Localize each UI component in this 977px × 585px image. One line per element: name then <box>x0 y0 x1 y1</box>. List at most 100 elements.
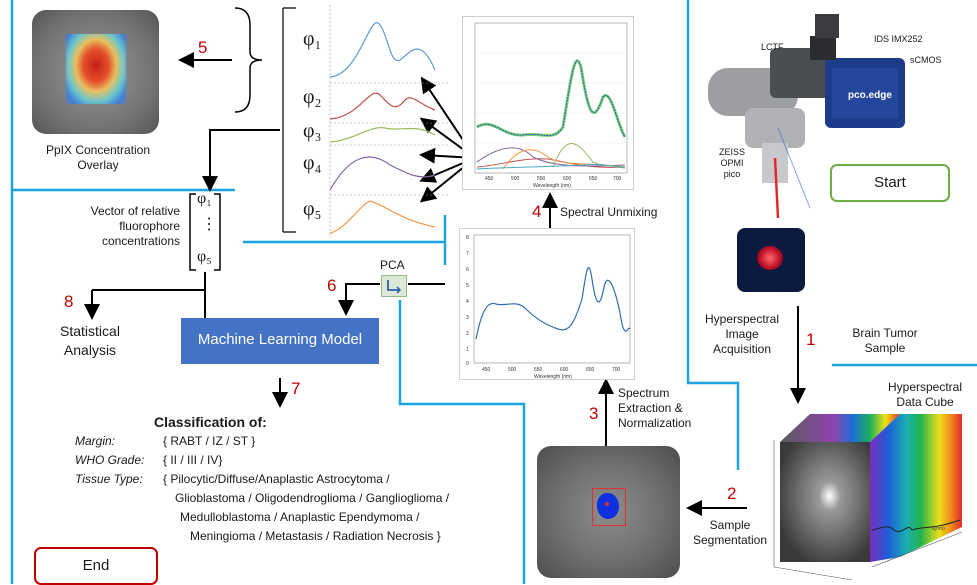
fluorophore-3-label: φ₃ <box>303 120 322 142</box>
spec-x1: 500 <box>508 367 517 373</box>
tissue-cont-1: Glioblastoma / Oligodendroglioma / Gangl… <box>175 491 450 505</box>
spectral-unmixing-label: Spectral Unmixing <box>560 205 658 219</box>
ids-label: IDS IMX252 <box>874 34 923 44</box>
component-4-curve <box>329 156 436 191</box>
spec-y0: 0 <box>466 361 469 367</box>
extraction-line1: Spectrum <box>618 386 670 400</box>
step-8-number: 8 <box>64 292 74 311</box>
data-cube: λ(nm) <box>762 412 972 582</box>
spec-y1: 1 <box>466 347 469 353</box>
tissue-key: Tissue Type: <box>75 472 143 486</box>
unmixing-plot: 450 500 550 600 650 700 Wavelength (nm) <box>462 16 634 190</box>
spec-x3: 600 <box>560 367 569 373</box>
section-lines <box>10 0 977 584</box>
vector-label-line2: fluorophore <box>119 219 180 233</box>
segmentation-line1: Sample <box>709 518 751 532</box>
extracted-spectrum-plot: 8 7 6 5 4 3 2 1 0 450 500 550 600 650 70… <box>459 228 635 380</box>
extraction-line2: Extraction & <box>618 401 683 415</box>
pco-label: pco.edge <box>848 90 892 101</box>
fluorophore-4-label: φ₄ <box>303 152 322 174</box>
unmix-xlabel: Wavelength (nm) <box>533 183 571 189</box>
margin-value: { RABT / IZ / ST } <box>163 434 256 448</box>
vector-bracket-right <box>214 193 221 271</box>
tissue-cont-2: Medulloblastoma / Anaplastic Ependymoma … <box>180 510 420 524</box>
step-3-number: 3 <box>589 404 599 423</box>
vector-entry-1: φ₁ <box>197 190 212 207</box>
brace <box>234 7 263 113</box>
segmentation-line2: Segmentation <box>692 533 768 547</box>
vector-label-line1: Vector of relative <box>90 204 180 218</box>
zeiss-line1: ZEISS <box>718 147 745 157</box>
fluorophore-1-label: φ₁ <box>303 28 322 50</box>
ppix-label-line2: Overlay <box>77 158 119 172</box>
cube-axis-label: λ(nm) <box>932 526 945 532</box>
vector-entry-5: φ₅ <box>197 248 212 265</box>
zeiss-line2: OPMI <box>720 158 744 168</box>
spec-x2: 550 <box>534 367 543 373</box>
fluorophore-2-label: φ₂ <box>303 86 322 108</box>
unmix-tick-x0: 450 <box>485 176 494 182</box>
vector-label: Vector of relative fluorophore concentra… <box>60 204 180 249</box>
component-5-curve <box>329 200 436 234</box>
sample-segmentation-label: Sample Segmentation <box>690 518 770 548</box>
cube-line2: Data Cube <box>896 395 954 409</box>
vector-bracket-left <box>189 193 196 271</box>
acq-line3: Acquisition <box>712 342 772 356</box>
arrow-to-vector <box>202 129 280 192</box>
spec-y7: 7 <box>466 251 469 257</box>
extracted-spectrum-curve <box>475 266 631 340</box>
fluorophore-5-label: φ₅ <box>303 198 322 220</box>
unmix-tick-x2: 550 <box>537 176 546 182</box>
classification-tissue-row: Tissue Type: { Pilocytic/Diffuse/Anaplast… <box>75 471 390 488</box>
step-6-number: 6 <box>327 276 337 295</box>
statistical-line1: Statistical <box>60 323 120 339</box>
spec-x4: 650 <box>586 367 595 373</box>
component-3-curve <box>329 127 436 143</box>
scmos-label: sCMOS <box>910 55 942 65</box>
ppix-overlay-label: PpIX Concentration Overlay <box>28 143 168 173</box>
spec-y5: 5 <box>466 283 469 289</box>
step-5-number: 5 <box>198 38 208 57</box>
classification-margin-row: Margin:{ RABT / IZ / ST } <box>75 433 255 450</box>
pca-icon <box>381 275 407 297</box>
hyperspectral-acq-label: Hyperspectral Image Acquisition <box>694 312 790 357</box>
spec-x0: 450 <box>482 367 491 373</box>
acq-line2: Image <box>725 327 759 341</box>
classification-heading: Classification of: <box>154 414 267 430</box>
extraction-line3: Normalization <box>618 416 692 430</box>
component-2-curve <box>329 92 436 120</box>
tumor-line2: Sample <box>864 341 906 355</box>
tumor-sample-image <box>737 228 805 292</box>
unmix-tick-x5: 700 <box>613 176 622 182</box>
tissue-value: { Pilocytic/Diffuse/Anaplastic Astrocyto… <box>163 472 390 486</box>
statistical-line2: Analysis <box>63 342 117 358</box>
step-1-number: 1 <box>806 330 816 349</box>
zeiss-label: ZEISS OPMI pico <box>712 147 752 180</box>
spec-y8: 8 <box>466 235 469 241</box>
lctf-label: LCTF <box>761 42 784 52</box>
step-4-number: 4 <box>532 202 542 221</box>
segmentation-image <box>537 446 680 578</box>
spectrum-extraction-label: Spectrum Extraction & Normalization <box>618 386 691 431</box>
pca-label: PCA <box>380 258 405 272</box>
vector-label-line3: concentrations <box>101 234 180 248</box>
arrow-6 <box>338 283 380 316</box>
acq-line1: Hyperspectral <box>704 312 780 326</box>
who-value: { II / III / IV} <box>163 453 223 467</box>
unmix-tick-x4: 650 <box>589 176 598 182</box>
who-key: WHO Grade: <box>75 453 145 467</box>
unmix-tick-x3: 600 <box>563 176 572 182</box>
unmix-tick-x1: 500 <box>511 176 520 182</box>
spec-y2: 2 <box>466 331 469 337</box>
spec-x5: 700 <box>612 367 621 373</box>
tumor-line1: Brain Tumor <box>852 326 918 340</box>
spec-y3: 3 <box>466 315 469 321</box>
ml-model-box: Machine Learning Model <box>181 318 379 364</box>
classification-who-row: WHO Grade: { II / III / IV} <box>75 452 222 469</box>
spec-y4: 4 <box>466 299 469 305</box>
spec-xlabel: Wavelength (nm) <box>534 374 572 379</box>
component-1-curve <box>329 22 436 78</box>
vector-ellipsis: ⋮ <box>201 216 217 233</box>
spec-y6: 6 <box>466 267 469 273</box>
tissue-cont-3: Meningioma / Metastasis / Radiation Necr… <box>190 529 441 543</box>
